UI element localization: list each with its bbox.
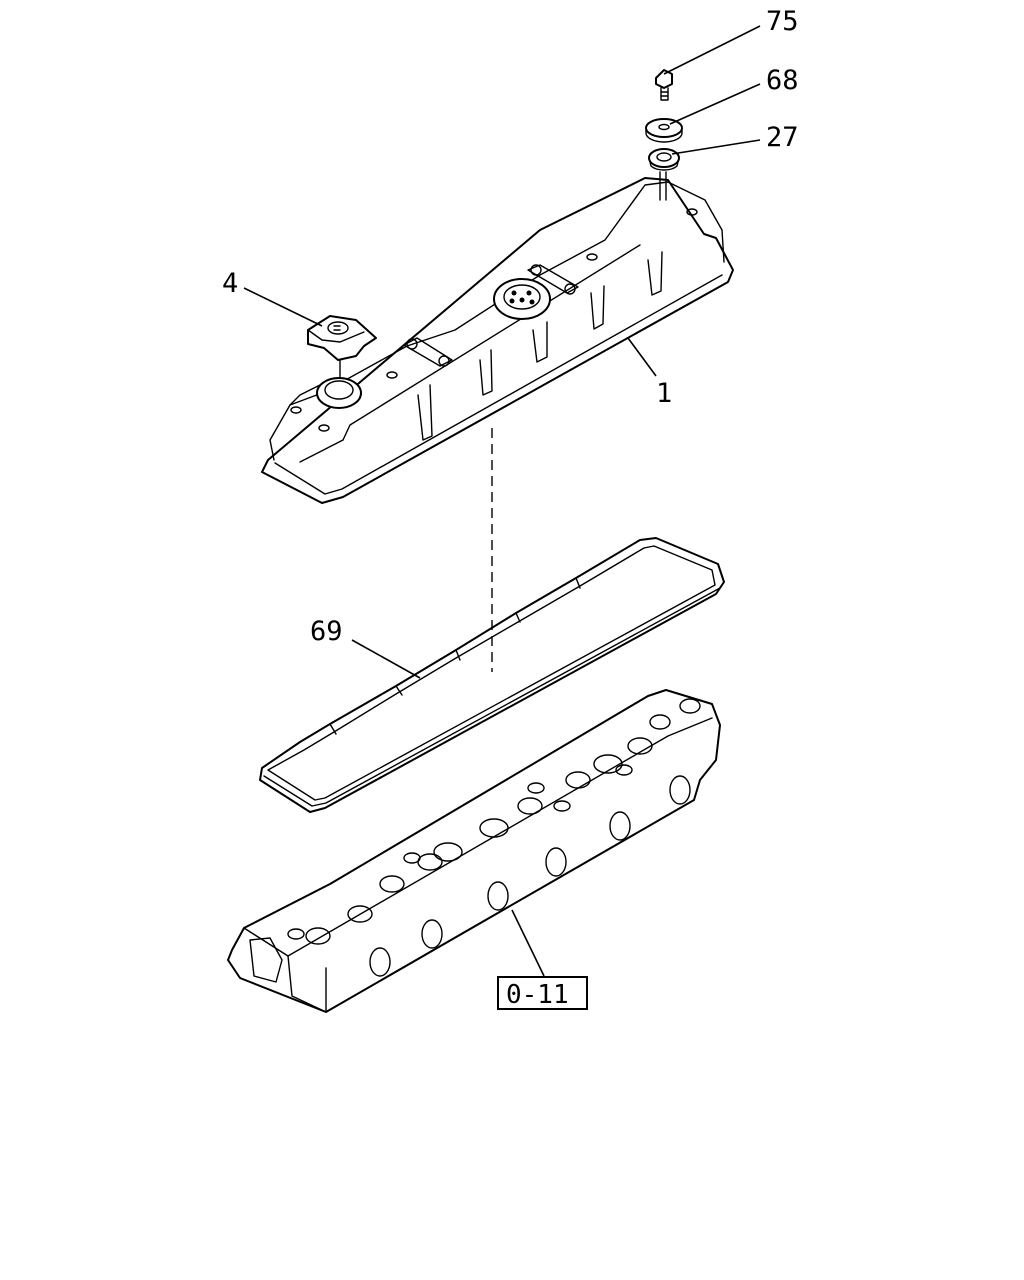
oil-filler-cap[interactable] <box>307 315 377 379</box>
reference-box[interactable]: 0-11 <box>497 976 588 1010</box>
callout-69: 69 <box>310 616 343 647</box>
cylinder-head <box>227 689 721 1013</box>
leader-lines <box>243 25 761 977</box>
callout-4: 4 <box>222 268 238 299</box>
callout-1: 1 <box>656 378 672 409</box>
rocker-cover[interactable] <box>261 171 734 504</box>
washer[interactable] <box>645 118 683 143</box>
callout-27: 27 <box>766 122 799 153</box>
bolt[interactable] <box>655 69 673 101</box>
callout-75: 75 <box>766 6 799 37</box>
callout-68: 68 <box>766 65 799 96</box>
reference-label: 0-11 <box>506 980 569 1010</box>
rocker-cover-gasket[interactable] <box>259 537 725 813</box>
grommet-seal[interactable] <box>648 148 680 171</box>
callout-labels: 75 68 27 4 1 69 <box>222 6 799 647</box>
